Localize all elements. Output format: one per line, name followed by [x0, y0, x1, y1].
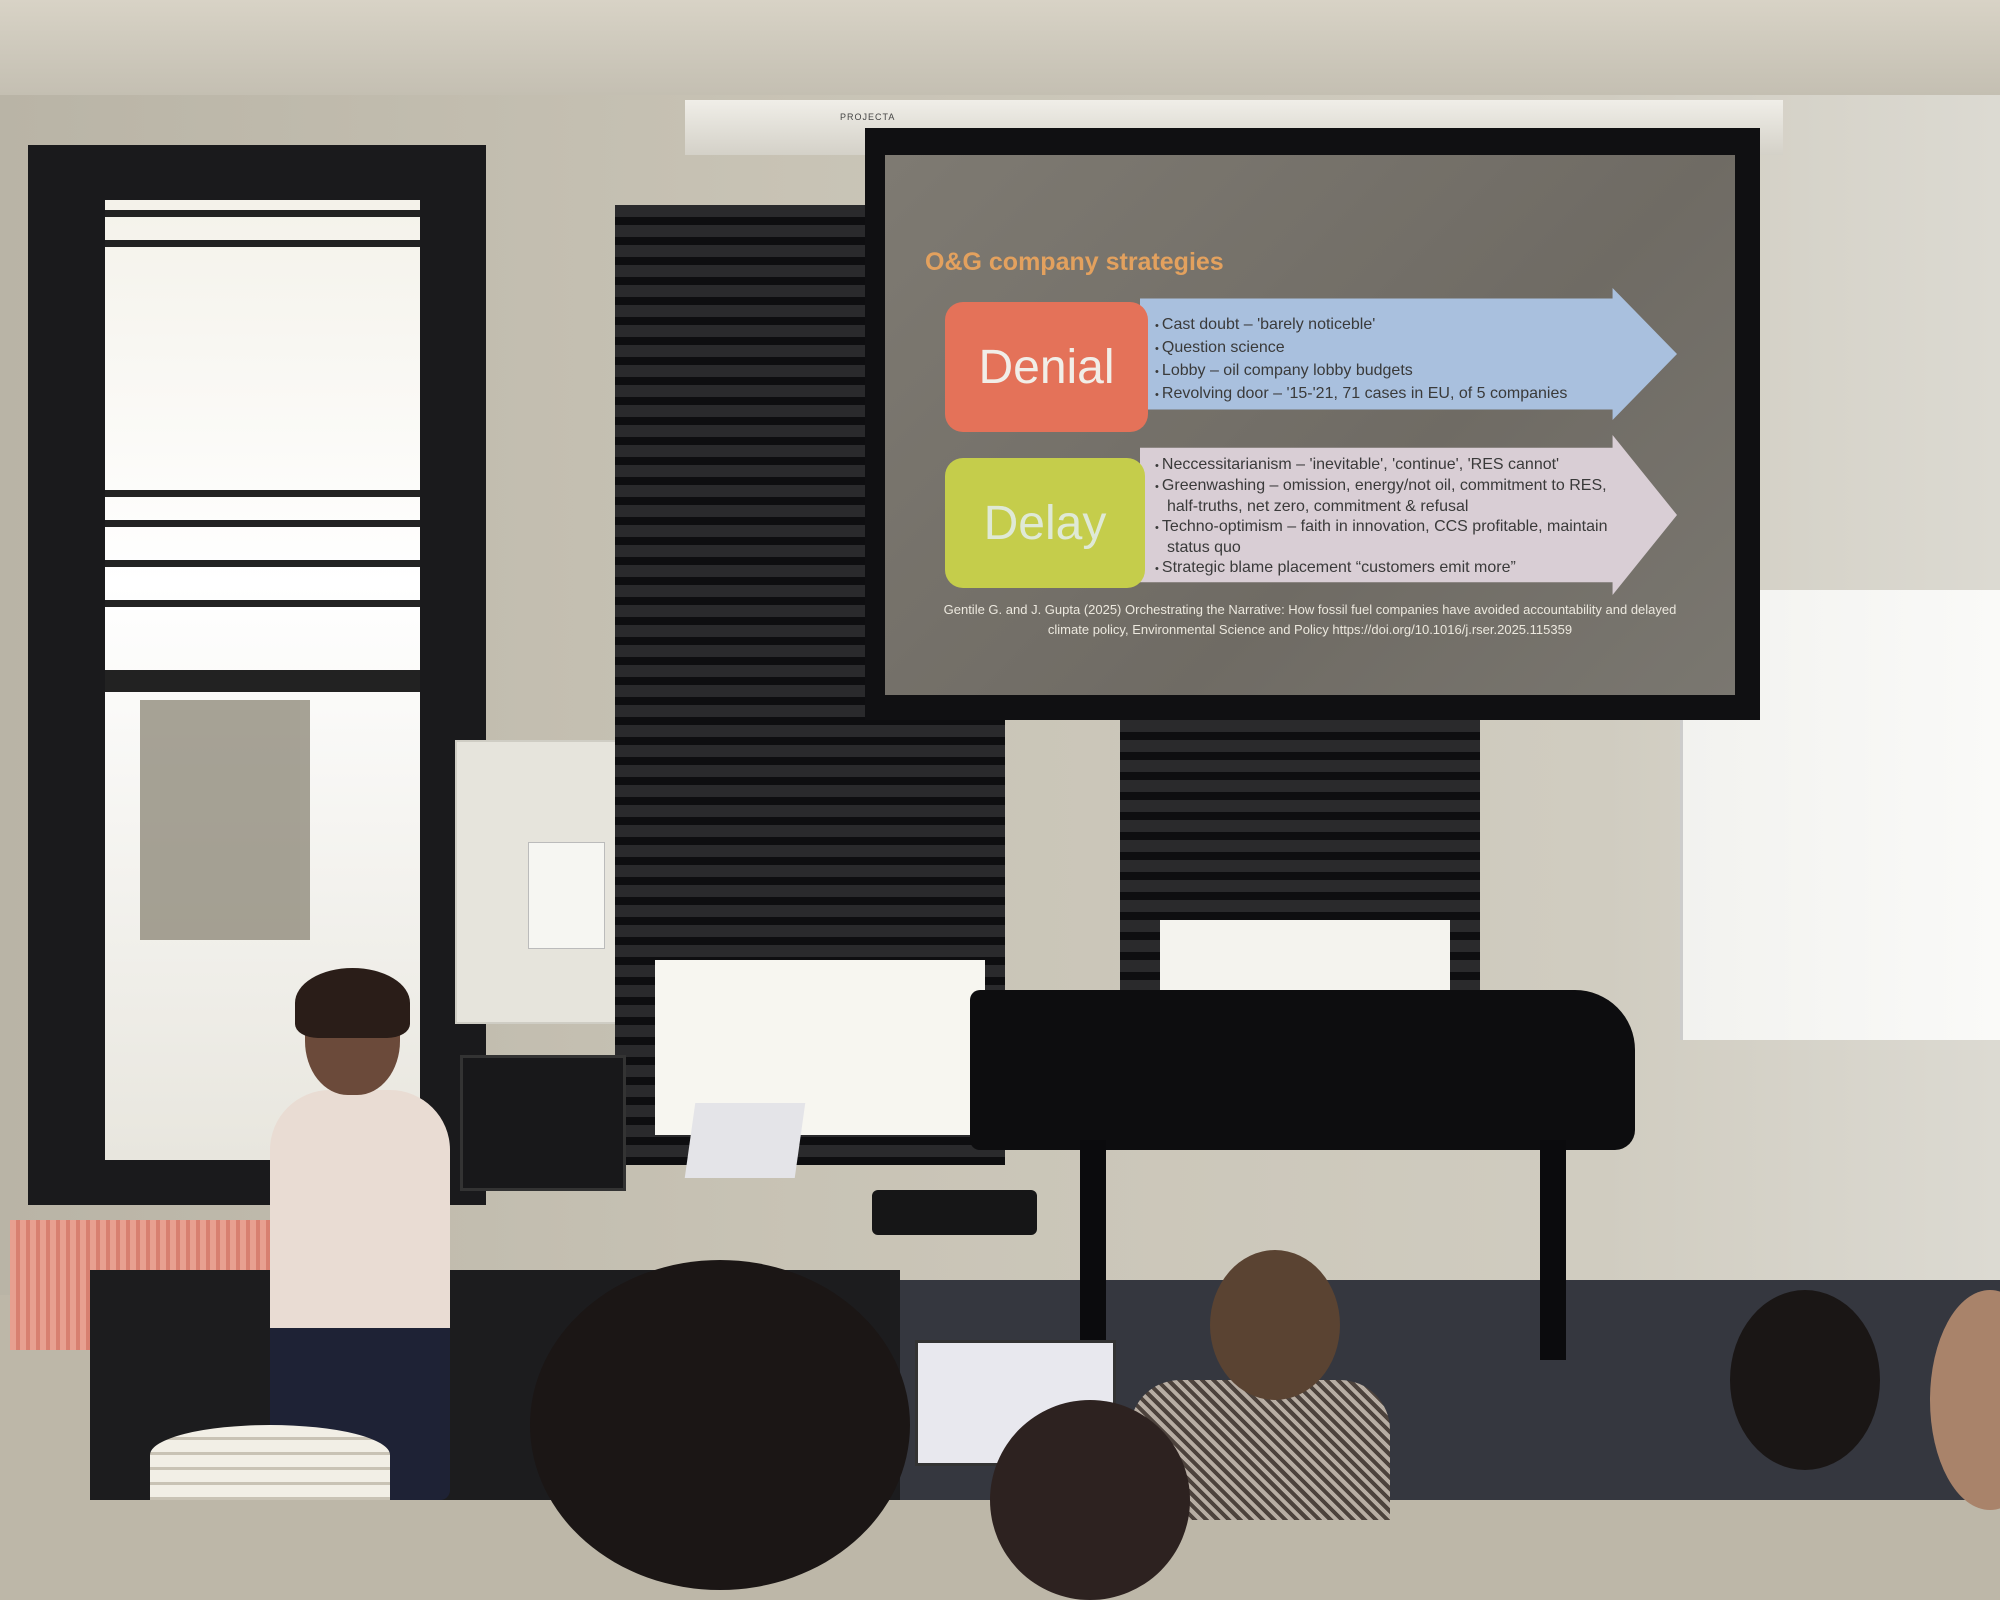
- audience-head: [530, 1260, 910, 1590]
- audience-head: [990, 1400, 1190, 1600]
- balcony-outside: [140, 700, 310, 940]
- window-crossbar: [105, 670, 420, 692]
- ceiling: [0, 0, 2000, 95]
- bullet: Neccessitarianism – 'inevitable', 'conti…: [1155, 455, 1625, 476]
- citation-line: Gentile G. and J. Gupta (2025) Orchestra…: [943, 602, 1677, 617]
- blind-slat: [105, 210, 420, 217]
- bullet: Lobby – oil company lobby budgets: [1155, 360, 1625, 383]
- delay-box: Delay: [945, 458, 1145, 588]
- blind-slat: [105, 490, 420, 497]
- blind-slat: [105, 520, 420, 527]
- bullet: Cast doubt – 'barely noticeble': [1155, 314, 1625, 337]
- blind-slat: [105, 600, 420, 607]
- bullet: Strategic blame placement “customers emi…: [1155, 558, 1625, 579]
- projector-label: PROJECTA: [840, 112, 896, 122]
- denial-label: Denial: [978, 340, 1115, 394]
- slide-title: O&G company strategies: [925, 248, 1224, 276]
- slide-citation: Gentile G. and J. Gupta (2025) Orchestra…: [900, 600, 1720, 640]
- piano-leg: [1540, 1140, 1566, 1360]
- grand-piano: [970, 990, 1635, 1150]
- bullet: Question science: [1155, 337, 1625, 360]
- denial-bullets: Cast doubt – 'barely noticeble' Question…: [1155, 314, 1625, 406]
- delay-bullets: Neccessitarianism – 'inevitable', 'conti…: [1155, 455, 1625, 579]
- denial-box: Denial: [945, 302, 1148, 432]
- monitor: [460, 1055, 626, 1191]
- bullet: Techno-optimism – faith in innovation, C…: [1155, 517, 1625, 558]
- audience-head: [1210, 1250, 1340, 1400]
- laptop: [684, 1103, 806, 1178]
- bullet: Revolving door – '15-'21, 71 cases in EU…: [1155, 383, 1625, 406]
- blind-slat: [105, 560, 420, 567]
- piano-bench: [872, 1190, 1037, 1235]
- audience-head: [1730, 1290, 1880, 1470]
- delay-label: Delay: [983, 496, 1107, 550]
- presenter-hair: [295, 968, 410, 1038]
- stacked-bowls: [150, 1425, 390, 1500]
- bullet: Greenwashing – omission, energy/not oil,…: [1155, 476, 1625, 517]
- cabinet-notice: [528, 842, 605, 949]
- citation-line: climate policy, Environmental Science an…: [1047, 622, 1573, 637]
- blind-slat: [105, 240, 420, 247]
